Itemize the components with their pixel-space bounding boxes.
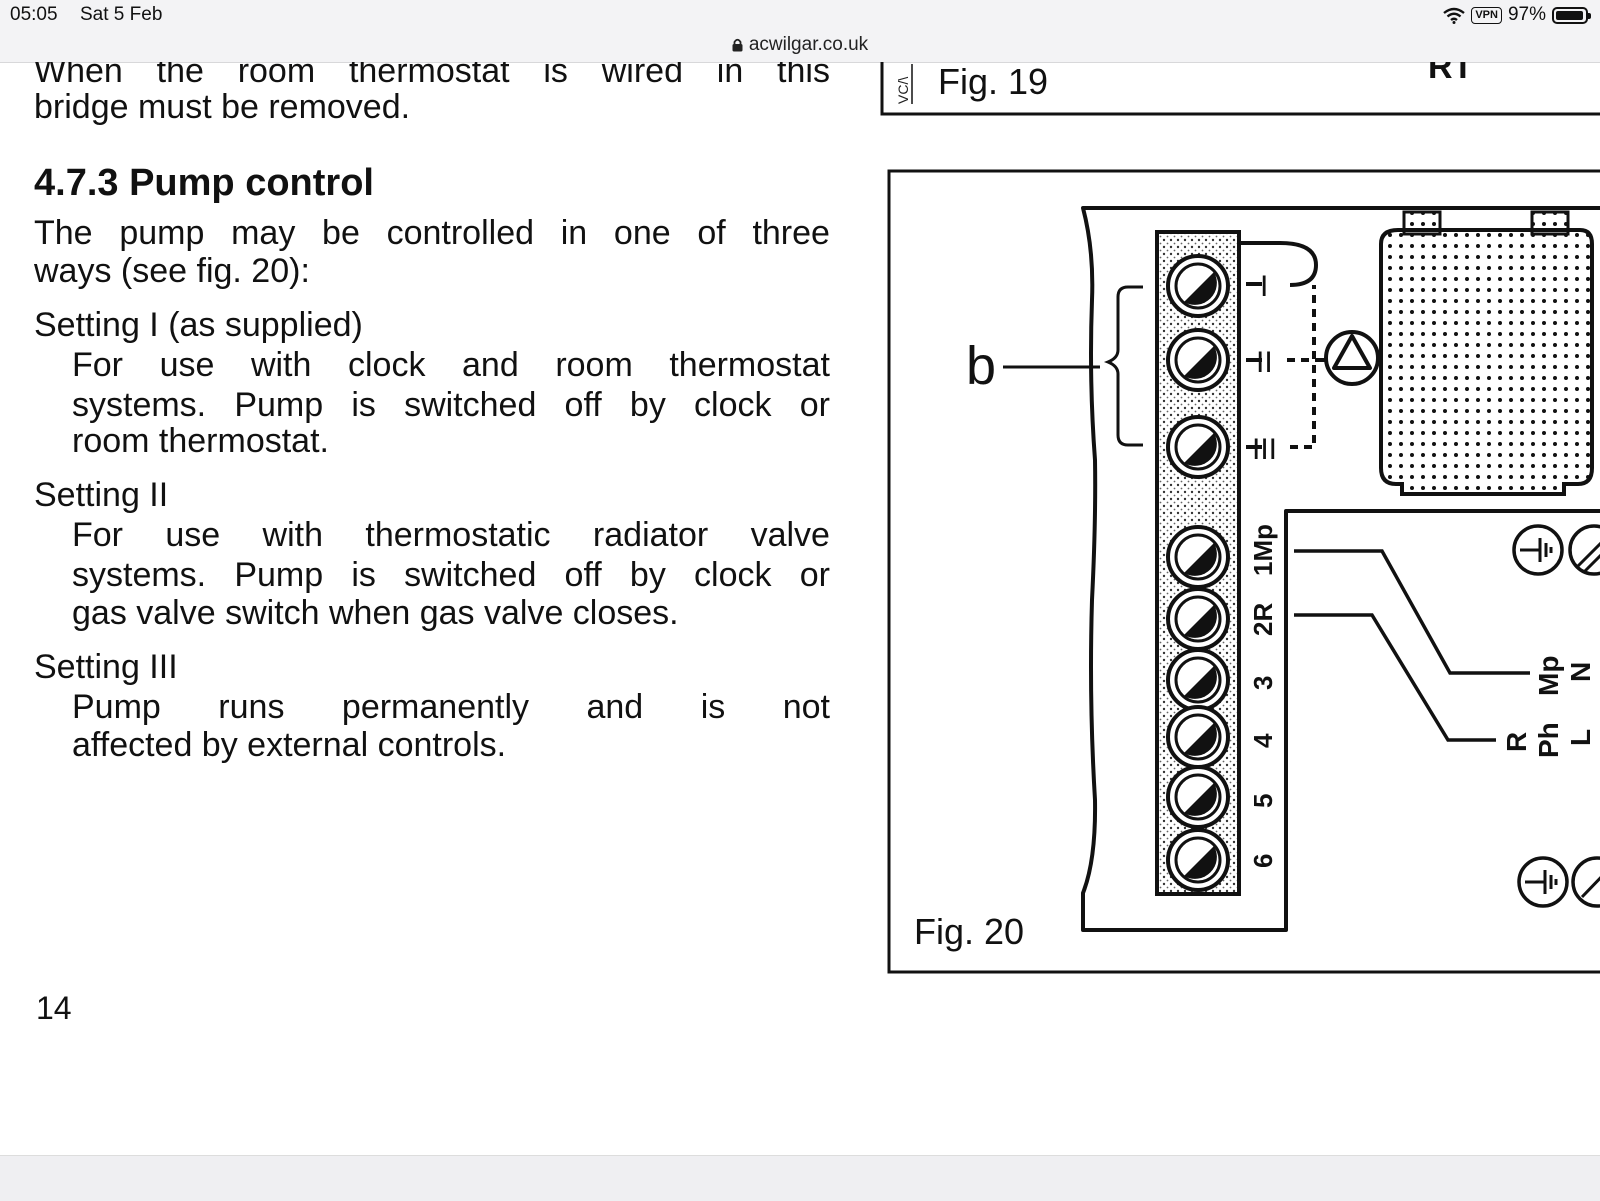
vpn-badge: VPN [1471, 6, 1502, 24]
setting-3-line-2: affected by external controls. [72, 726, 507, 764]
terminal-label-6: 6 [1248, 854, 1278, 868]
battery-percent: 97% [1507, 4, 1546, 25]
setting-1-line-3: room thermostat. [72, 422, 329, 460]
page-number: 14 [36, 990, 72, 1026]
setting-1-title: Setting I (as supplied) [34, 306, 363, 344]
status-indicators: VPN 97% [1443, 3, 1591, 27]
label-mp: Mp [1533, 656, 1564, 696]
fig-19-label: Fig. 19 [938, 62, 1048, 102]
status-time: 05:05 [10, 4, 58, 25]
terminal-label-1mp: 1Mp [1248, 524, 1278, 576]
setting-mark-1: I [1260, 270, 1268, 303]
fig-19-side-text: VC/\ [895, 77, 911, 104]
fig-19: VC/\ Fig. 19 RT [880, 62, 1600, 116]
terminal-screws [1166, 254, 1230, 892]
url-domain[interactable]: acwilgar.co.uk [748, 34, 869, 55]
section-heading: 4.7.3 Pump control [34, 162, 374, 204]
terminal-label-3: 3 [1248, 676, 1278, 690]
label-r: R [1501, 732, 1532, 752]
terminal-screw-partial-icon [1568, 524, 1600, 576]
fig-20-label: Fig. 20 [914, 911, 1024, 952]
setting-2-title: Setting II [34, 476, 169, 514]
bottom-toolbar [0, 1155, 1600, 1201]
setting-3-title: Setting III [34, 648, 178, 686]
intro-line-2: bridge must be removed. [34, 88, 411, 126]
label-l: L [1565, 729, 1596, 746]
lock-icon [732, 38, 743, 52]
fig-20: I II III b 1Mp 2R 3 4 [887, 169, 1600, 974]
terminal-labels: 1Mp 2R 3 4 5 6 [1248, 524, 1278, 868]
earth-icon [1512, 524, 1564, 576]
earth-icon [1517, 856, 1569, 908]
battery-icon [1552, 6, 1591, 24]
callout-b: b [966, 336, 996, 396]
control-box [1379, 210, 1594, 496]
para-line-2: ways (see fig. 20): [34, 252, 310, 290]
url-bar[interactable]: acwilgar.co.uk [0, 31, 1600, 59]
wifi-icon [1443, 7, 1466, 24]
status-bar: 05:05 Sat 5 Feb VPN 97% [0, 0, 1600, 63]
battery-fill [1556, 10, 1583, 20]
figures-area: VC/\ Fig. 19 RT [880, 62, 1600, 974]
terminal-label-4: 4 [1248, 733, 1278, 748]
label-ph: Ph [1533, 722, 1564, 758]
status-date: Sat 5 Feb [80, 4, 163, 25]
setting-mark-2: II [1256, 346, 1273, 379]
terminal-label-5: 5 [1248, 794, 1278, 808]
supply-labels: Mp N R Ph L [1501, 656, 1596, 758]
setting-mark-3: III [1252, 433, 1277, 466]
setting-2-line-3: gas valve switch when gas valve closes. [72, 594, 679, 632]
label-n: N [1565, 662, 1596, 682]
fig-19-corner-text: RT [1428, 62, 1474, 86]
pump-icon [1324, 330, 1380, 386]
terminal-screw-partial-icon [1571, 856, 1600, 908]
terminal-label-2r: 2R [1248, 603, 1278, 636]
